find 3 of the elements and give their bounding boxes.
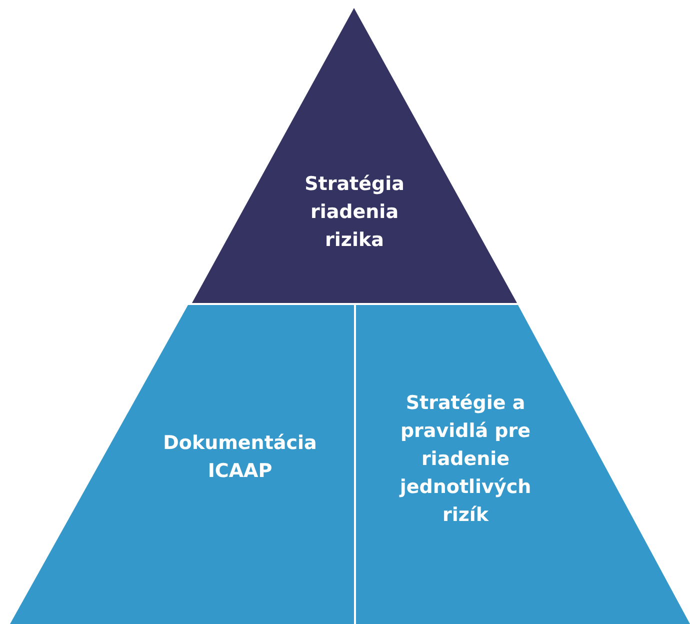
segment-label: Stratégia riadenia rizika <box>304 172 406 253</box>
segment-label: Stratégie a pravidlá pre riadenie jednotlivých rizík <box>398 391 532 528</box>
segment-label: Dokumentácia ICAAP <box>162 431 318 484</box>
